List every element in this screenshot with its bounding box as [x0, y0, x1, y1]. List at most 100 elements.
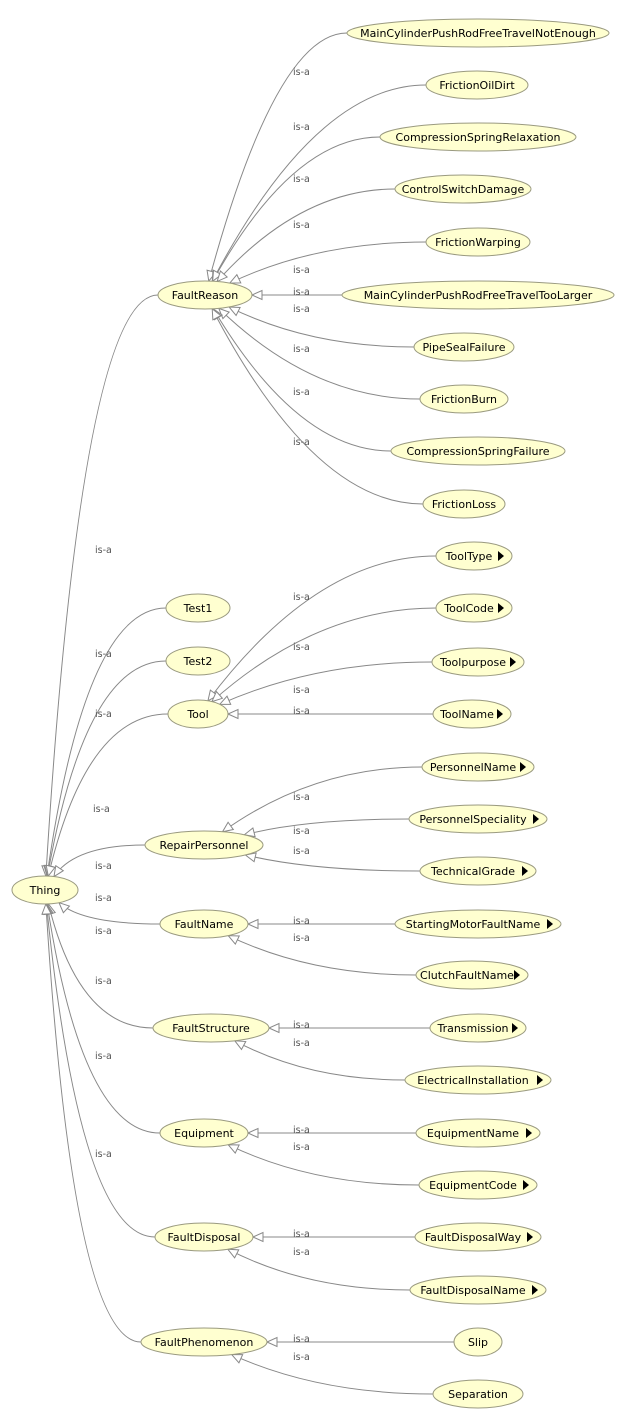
class-node-technical-grade[interactable]: TechnicalGrade	[419, 856, 537, 886]
arrowhead	[211, 307, 222, 321]
class-node-friction-loss[interactable]: FrictionLoss	[422, 489, 506, 519]
isa-edge: is-a	[244, 846, 421, 872]
node-label: ClutchFaultName	[420, 969, 514, 982]
edge-label: is-a	[293, 1125, 310, 1136]
edge-line	[208, 32, 348, 282]
edge-line	[45, 903, 156, 1238]
edge-line	[46, 903, 161, 1134]
class-node-control-switch-damage[interactable]: ControlSwitchDamage	[394, 174, 532, 204]
edge-line	[211, 308, 424, 505]
class-node-tool-type[interactable]: ToolType	[435, 541, 513, 571]
class-node-personnel-name[interactable]: PersonnelName	[421, 752, 535, 782]
expand-arrow-icon[interactable]	[527, 1232, 533, 1242]
node-ellipse	[144, 830, 264, 860]
class-node-repair-personnel[interactable]: RepairPersonnel	[144, 830, 264, 860]
arrowhead	[226, 1248, 240, 1259]
class-node-test2[interactable]: Test2	[165, 646, 231, 676]
edge-label: is-a	[93, 804, 110, 815]
expand-arrow-icon[interactable]	[537, 1075, 543, 1085]
node-label: StartingMotorFaultName	[406, 918, 541, 931]
class-node-fault-disposal-name[interactable]: FaultDisposalName	[409, 1275, 547, 1305]
expand-arrow-icon[interactable]	[512, 1023, 518, 1033]
node-ellipse	[167, 699, 229, 729]
class-node-slip[interactable]: Slip	[453, 1327, 503, 1357]
node-label: FaultDisposalName	[420, 1284, 526, 1297]
class-node-starting-motor-fault-name[interactable]: StartingMotorFaultName	[394, 909, 562, 939]
node-ellipse	[157, 280, 253, 310]
class-node-fault-disposal-way[interactable]: FaultDisposalWay	[414, 1222, 542, 1252]
class-node-fault-structure[interactable]: FaultStructure	[152, 1013, 270, 1043]
edge-line	[46, 607, 167, 877]
class-node-clutch-fault-name[interactable]: ClutchFaultName	[415, 960, 529, 990]
class-node-main-cyl-too-larger[interactable]: MainCylinderPushRodFreeTravelTooLarger	[341, 280, 615, 310]
node-ellipse	[418, 1170, 538, 1200]
expand-arrow-icon[interactable]	[533, 814, 539, 824]
arrowhead	[211, 690, 224, 703]
arrowhead	[228, 306, 241, 317]
class-node-pipe-seal-failure[interactable]: PipeSealFailure	[413, 332, 515, 362]
expand-arrow-icon[interactable]	[520, 762, 526, 772]
node-label: ToolType	[445, 550, 493, 563]
edge-line	[216, 188, 396, 282]
edge-label: is-a	[293, 642, 310, 653]
class-node-tool-purpose[interactable]: Toolpurpose	[431, 647, 525, 677]
class-node-fault-phenomenon[interactable]: FaultPhenomenon	[140, 1327, 268, 1357]
class-node-electrical-installation[interactable]: ElectricalInstallation	[404, 1065, 552, 1095]
edge-line	[218, 308, 421, 400]
edge-label: is-a	[95, 926, 112, 937]
isa-edge: is-a	[212, 136, 381, 283]
class-node-friction-burn[interactable]: FrictionBurn	[419, 384, 509, 414]
class-node-tool-name[interactable]: ToolName	[432, 699, 512, 729]
expand-arrow-icon[interactable]	[510, 657, 516, 667]
class-node-fault-reason[interactable]: FaultReason	[157, 280, 253, 310]
class-node-equipment-code[interactable]: EquipmentCode	[418, 1170, 538, 1200]
class-node-thing[interactable]: Thing	[11, 875, 79, 905]
class-node-tool[interactable]: Tool	[167, 699, 229, 729]
class-node-comp-spring-failure[interactable]: CompressionSpringFailure	[390, 436, 566, 466]
node-label: ControlSwitchDamage	[402, 183, 525, 196]
class-node-fault-disposal[interactable]: FaultDisposal	[154, 1222, 254, 1252]
node-ellipse	[394, 174, 532, 204]
node-ellipse	[432, 1379, 524, 1409]
node-ellipse	[419, 384, 509, 414]
node-label: FaultDisposalWay	[425, 1231, 522, 1244]
node-ellipse	[422, 489, 506, 519]
edge-label: is-a	[293, 1334, 310, 1345]
node-label: FrictionLoss	[432, 498, 497, 511]
expand-arrow-icon[interactable]	[514, 970, 520, 980]
node-label: Slip	[468, 1336, 488, 1349]
edge-line	[211, 607, 437, 702]
arrowhead	[227, 1144, 240, 1155]
class-node-friction-warping[interactable]: FrictionWarping	[425, 227, 531, 257]
expand-arrow-icon[interactable]	[498, 551, 504, 561]
expand-arrow-icon[interactable]	[497, 709, 503, 719]
class-node-main-cyl-not-enough[interactable]: MainCylinderPushRodFreeTravelNotEnough	[346, 18, 610, 48]
arrowhead	[233, 1040, 247, 1051]
class-node-comp-spring-relax[interactable]: CompressionSpringRelaxation	[379, 122, 577, 152]
expand-arrow-icon[interactable]	[522, 866, 528, 876]
class-node-transmission[interactable]: Transmission	[429, 1013, 527, 1043]
class-node-equipment[interactable]: Equipment	[159, 1118, 249, 1148]
isa-edge: is-a	[217, 307, 421, 400]
isa-edge: is-a	[230, 1352, 434, 1395]
edge-label: is-a	[293, 916, 310, 927]
expand-arrow-icon[interactable]	[523, 1180, 529, 1190]
expand-arrow-icon[interactable]	[532, 1285, 538, 1295]
isa-edge: is-a	[227, 933, 417, 976]
node-ellipse	[346, 18, 610, 48]
class-node-separation[interactable]: Separation	[432, 1379, 524, 1409]
node-ellipse	[453, 1327, 503, 1357]
edge-line	[47, 903, 154, 1029]
class-node-friction-oil-dirt[interactable]: FrictionOilDirt	[425, 70, 529, 100]
edge-label: is-a	[293, 437, 310, 448]
class-node-test1[interactable]: Test1	[165, 593, 231, 623]
class-node-tool-code[interactable]: ToolCode	[435, 593, 513, 623]
class-node-personnel-speciality[interactable]: PersonnelSpeciality	[408, 804, 548, 834]
class-node-equipment-name[interactable]: EquipmentName	[415, 1118, 541, 1148]
expand-arrow-icon[interactable]	[526, 1128, 532, 1138]
expand-arrow-icon[interactable]	[498, 603, 504, 613]
edge-label: is-a	[293, 265, 310, 276]
expand-arrow-icon[interactable]	[547, 919, 553, 929]
class-node-fault-name[interactable]: FaultName	[159, 909, 249, 939]
